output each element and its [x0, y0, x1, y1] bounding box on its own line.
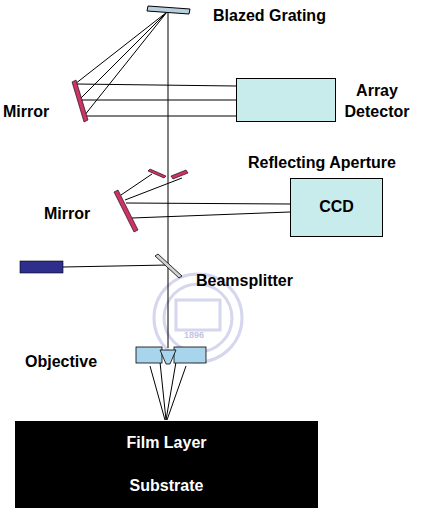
watermark-text: 1896 [184, 330, 204, 340]
node-text: CCD [319, 198, 354, 216]
node-text: Array Detector [341, 81, 413, 123]
component-label: Reflecting Aperture [248, 154, 396, 172]
node-text: Substrate [130, 477, 204, 495]
component-label: Beamsplitter [196, 272, 293, 290]
light-ray [84, 116, 236, 117]
light-source [20, 261, 63, 273]
component-label: Mirror [44, 205, 90, 223]
array-detector-box: Array Detector [236, 78, 336, 122]
main-beam [168, 12, 169, 348]
light-ray [126, 203, 290, 204]
light-ray [79, 12, 167, 100]
ccd-box: CCD [290, 178, 383, 237]
focus-cone [160, 362, 166, 420]
film-layer-band: Film Layer [15, 421, 318, 465]
light-ray [76, 84, 236, 86]
objective-lens [136, 347, 206, 364]
component-label: Blazed Grating [213, 7, 326, 25]
focus-cone [167, 366, 186, 420]
beamsplitter [155, 254, 182, 278]
component-label: Mirror [3, 103, 49, 121]
mirror [114, 190, 138, 232]
component-label: Objective [25, 353, 97, 371]
watermark-shield [176, 300, 220, 330]
light-ray [125, 178, 182, 200]
reflecting-aperture [171, 170, 188, 179]
light-ray [75, 12, 167, 84]
light-ray [132, 212, 290, 218]
substrate-band: Substrate [15, 465, 318, 508]
light-ray [80, 100, 236, 101]
watermark-ring [164, 284, 232, 352]
objective-half [174, 347, 206, 363]
focus-cone [166, 362, 176, 420]
source-beam [63, 265, 168, 267]
blazed-grating [147, 6, 190, 14]
reflecting-aperture [148, 169, 166, 178]
mirror [72, 80, 88, 122]
objective-tip [160, 350, 176, 364]
objective-half [136, 347, 162, 363]
node-text: Film Layer [126, 434, 206, 452]
